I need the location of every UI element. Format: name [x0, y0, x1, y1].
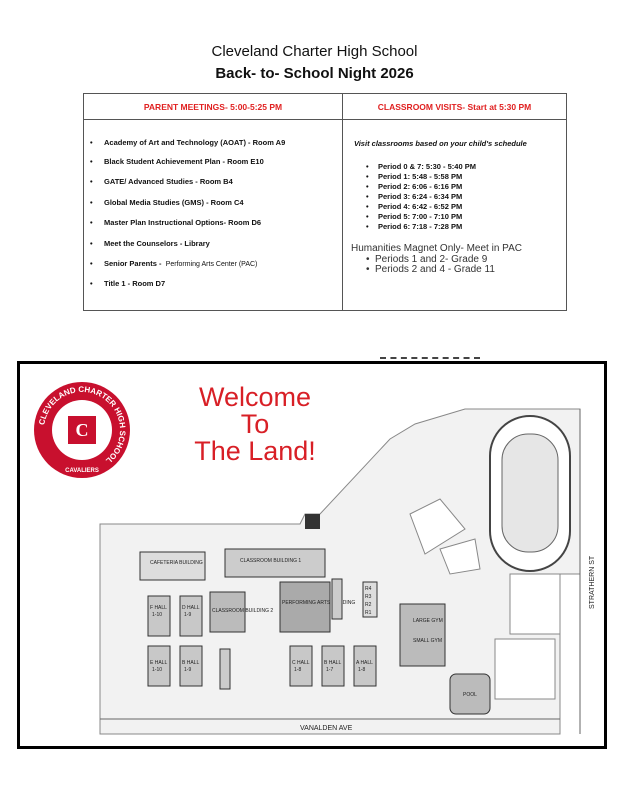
list-item: Title 1 - Room D7 [90, 279, 165, 288]
list-item: Senior Parents - Performing Arts Center … [90, 259, 258, 268]
pool-label: POOL [463, 692, 477, 698]
small-gym-label: SMALL GYM [413, 638, 442, 644]
welcome-line: To [240, 409, 270, 439]
r-room: R2 [365, 602, 372, 608]
r-room: R4 [365, 586, 372, 592]
period-item: Period 4: 6:42 - 6:52 PM [366, 202, 462, 211]
dhall-rooms: 1-9 [184, 612, 191, 618]
school-name: Cleveland Charter High School [211, 43, 418, 60]
period-item: Period 1: 5:48 - 5:58 PM [366, 172, 462, 181]
parent-meetings-column: PARENT MEETINGS- 5:00-5:25 PM Academy of… [84, 94, 343, 310]
large-gym-label: LARGE GYM [413, 618, 443, 624]
list-item: Master Plan Instructional Options- Room … [90, 218, 261, 227]
bhall-label: B HALL [324, 660, 341, 666]
parent-meetings-heading: PARENT MEETINGS- 5:00-5:25 PM [84, 94, 342, 120]
list-item: Global Media Studies (GMS) - Room C4 [90, 198, 244, 207]
cafeteria-label: CAFETERIA BUILDING [150, 560, 203, 566]
ehall-label: E HALL [150, 660, 167, 666]
fhall-rooms: 1-10 [152, 612, 162, 618]
r-room: R3 [365, 594, 372, 600]
street-east-label: STRATHERN ST [589, 555, 596, 609]
period-item: Period 5: 7:00 - 7:10 PM [366, 212, 462, 221]
logo-bottom-text: CAVALIERS [65, 468, 99, 474]
ahall-label: A HALL [356, 660, 373, 666]
chall-rooms: 1-8 [294, 667, 301, 673]
welcome-line: Welcome [198, 382, 312, 412]
ehall-rooms: 1-10 [152, 667, 162, 673]
bhall-rooms: 1-7 [326, 667, 333, 673]
campus-map: CAFETERIA BUILDING CLASSROOM BUILDING 1 … [17, 361, 607, 749]
classroom2-label: CLASSROOM BUILDING 2 [212, 608, 273, 614]
period-item: Period 6: 7:18 - 7:28 PM [366, 222, 462, 231]
humanities-note: Humanities Magnet Only- Meet in PAC [351, 243, 522, 254]
fhall-label: F HALL [150, 605, 167, 611]
classroom1-label: CLASSROOM BUILDING 1 [240, 558, 301, 564]
bhall-left-label: B HALL [182, 660, 199, 666]
school-logo: CLEVELAND CHARTER HIGH SCHOOL C CAVALIER… [32, 380, 132, 485]
r-room: R1 [365, 610, 372, 616]
list-item: Black Student Achievement Plan - Room E1… [90, 157, 264, 166]
list-item-label: Senior Parents - [104, 259, 162, 268]
dhall-label: D HALL [182, 605, 200, 611]
schedule-table: PARENT MEETINGS- 5:00-5:25 PM Academy of… [83, 93, 567, 311]
list-item: Academy of Art and Technology (AOAT) - R… [90, 138, 285, 147]
list-item: GATE/ Advanced Studies - Room B4 [90, 177, 233, 186]
schedule-note: Visit classrooms based on your child's s… [354, 139, 527, 148]
bhall-left-rooms: 1-9 [184, 667, 191, 673]
period-item: Period 3: 6:24 - 6:34 PM [366, 192, 462, 201]
event-title: Back- to- School Night 2026 [215, 65, 414, 82]
period-item: Period 2: 6:06 - 6:16 PM [366, 182, 462, 191]
divider [380, 357, 480, 364]
ahall-rooms: 1-8 [358, 667, 365, 673]
period-item: Period 0 & 7: 5:30 - 5:40 PM [366, 162, 476, 171]
welcome-heading: Welcome To The Land! [170, 384, 340, 465]
list-item: Meet the Counselors - Library [90, 239, 210, 248]
chall-label: C HALL [292, 660, 310, 666]
classroom-visits-column: CLASSROOM VISITS- Start at 5:30 PM Visit… [343, 94, 566, 310]
humanities-item: Periods 1 and 2- Grade 9 [366, 254, 487, 265]
welcome-line: The Land! [194, 436, 316, 466]
humanities-item: Periods 2 and 4 - Grade 11 [366, 264, 495, 275]
list-item-sub: Performing Arts Center (PAC) [165, 261, 258, 268]
campus-map-drawing: CAFETERIA BUILDING CLASSROOM BUILDING 1 … [99, 408, 596, 735]
pac-label: PERFORMING ARTS BUILDING [282, 600, 355, 606]
svg-text:C: C [76, 420, 89, 440]
street-south-label: VANALDEN AVE [300, 725, 353, 732]
classroom-visits-heading: CLASSROOM VISITS- Start at 5:30 PM [343, 94, 566, 120]
